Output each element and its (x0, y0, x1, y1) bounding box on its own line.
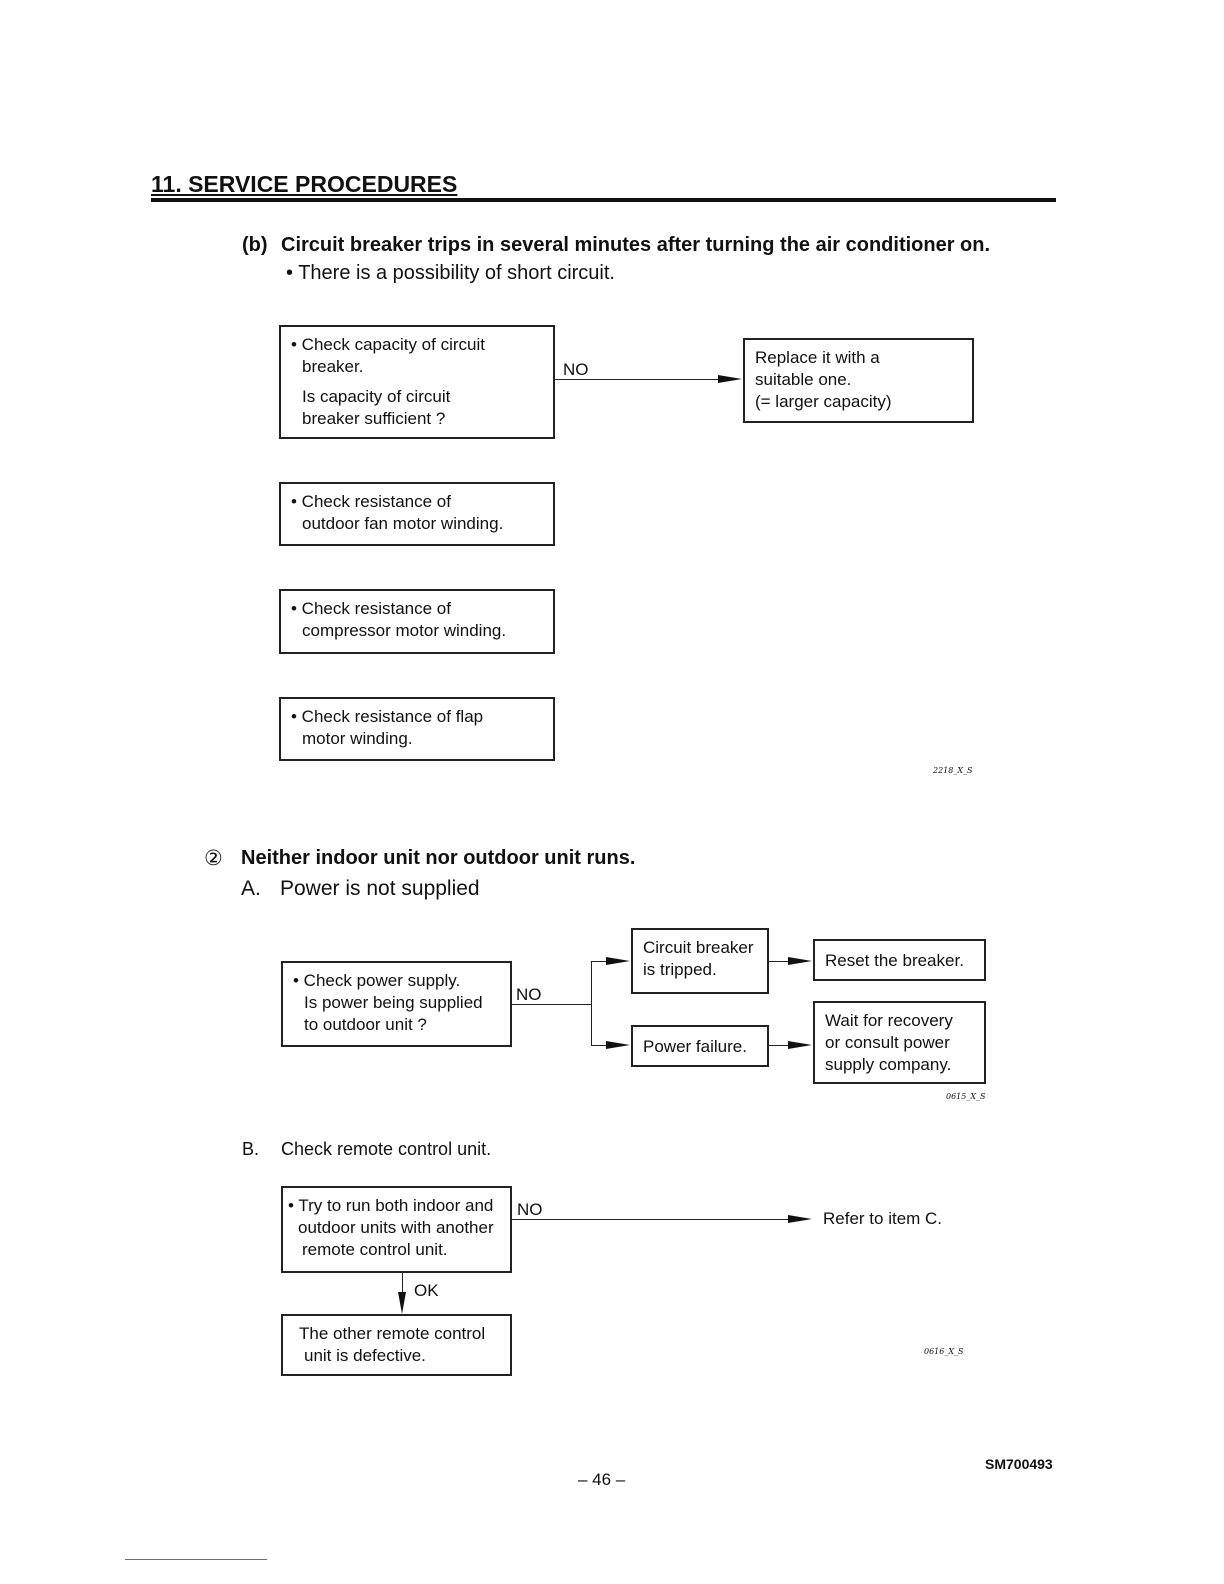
box-line: breaker. (302, 357, 364, 376)
arrow-right-icon (788, 1215, 812, 1223)
box-line: remote control unit. (302, 1240, 448, 1259)
box-line: • Check capacity of circuit (291, 335, 485, 354)
check-power-supply-box: • Check power supply. Is power being sup… (281, 961, 512, 1047)
box-line: Circuit breaker (643, 938, 754, 957)
box-line: compressor motor winding. (302, 621, 507, 640)
box-line: suitable one. (755, 370, 852, 389)
no-label: NO (517, 1200, 543, 1219)
power-failure-box: Power failure. (631, 1025, 769, 1067)
connector-line (769, 1045, 791, 1046)
heading-rule (151, 198, 1056, 202)
box-line: Wait for recovery (825, 1011, 953, 1030)
box-line: is tripped. (643, 960, 717, 979)
figure-code: 2218_X_S (933, 766, 973, 775)
box-line: or consult power (825, 1033, 950, 1052)
box-line: breaker sufficient ? (302, 409, 446, 428)
check-fan-motor-box: • Check resistance of outdoor fan motor … (279, 482, 555, 546)
reset-breaker-box: Reset the breaker. (813, 939, 986, 981)
box-line: Is power being supplied (304, 993, 483, 1012)
part-b-title: Circuit breaker trips in several minutes… (281, 234, 991, 256)
arrow-right-icon (606, 957, 630, 965)
box-line: (= larger capacity) (755, 392, 892, 411)
figure-code: 0615_X_S (946, 1092, 986, 1101)
box-line: • Try to run both indoor and (288, 1196, 494, 1215)
arrow-down-icon (398, 1292, 406, 1314)
box-line: Replace it with a (755, 348, 880, 367)
figure-code: 0616_X_S (924, 1347, 964, 1356)
footer-rule (125, 1559, 267, 1560)
replace-breaker-box: Replace it with a suitable one. (= large… (743, 338, 974, 423)
box-line: unit is defective. (304, 1346, 426, 1365)
connector-line (769, 961, 791, 962)
ok-label: OK (414, 1281, 439, 1300)
connector-line (591, 961, 592, 1045)
box-line: Is capacity of circuit (302, 387, 451, 406)
try-other-remote-box: • Try to run both indoor and outdoor uni… (281, 1186, 512, 1273)
part-b-note: • There is a possibility of short circui… (286, 262, 615, 284)
sub-a-label: A. (241, 877, 261, 900)
box-line: Power failure. (643, 1037, 747, 1056)
breaker-tripped-box: Circuit breaker is tripped. (631, 928, 769, 994)
part-b-label: (b) (242, 234, 268, 256)
connector-line (402, 1273, 403, 1293)
box-line: to outdoor unit ? (304, 1015, 427, 1034)
connector-line (512, 1219, 791, 1220)
remote-defective-box: The other remote control unit is defecti… (281, 1314, 512, 1376)
box-line: motor winding. (302, 729, 413, 748)
document-id: SM700493 (985, 1456, 1053, 1472)
box-line: • Check resistance of (291, 599, 451, 618)
no-label: NO (516, 985, 542, 1004)
sub-b-text: Check remote control unit. (281, 1139, 492, 1159)
item2-title: Neither indoor unit nor outdoor unit run… (241, 847, 636, 869)
wait-recovery-box: Wait for recovery or consult power suppl… (813, 1001, 986, 1084)
box-line: outdoor units with another (298, 1218, 494, 1237)
section-heading: 11. SERVICE PROCEDURES (151, 171, 458, 197)
sub-b-label: B. (242, 1139, 260, 1159)
arrow-right-icon (788, 1041, 812, 1049)
box-line: Reset the breaker. (825, 951, 964, 970)
connector-line (591, 1045, 611, 1046)
box-line: • Check resistance of (291, 492, 451, 511)
arrow-right-icon (788, 957, 812, 965)
check-compressor-motor-box: • Check resistance of compressor motor w… (279, 589, 555, 654)
page-number: – 46 – (578, 1470, 626, 1489)
connector-line (591, 961, 611, 962)
box-line: The other remote control (299, 1324, 486, 1343)
connector-line (512, 1004, 592, 1005)
check-flap-motor-box: • Check resistance of flap motor winding… (279, 697, 555, 761)
arrow-right-icon (606, 1041, 630, 1049)
box-line: supply company. (825, 1055, 952, 1074)
no-label: NO (563, 360, 589, 379)
box-line: • Check power supply. (293, 971, 461, 990)
arrow-right-icon (718, 375, 742, 383)
item-marker: ② (204, 846, 223, 870)
box-line: outdoor fan motor winding. (302, 514, 504, 533)
connector-line (555, 379, 721, 380)
refer-item-c: Refer to item C. (823, 1209, 943, 1228)
check-breaker-capacity-box: • Check capacity of circuit breaker. Is … (279, 325, 555, 439)
box-line: • Check resistance of flap (291, 707, 484, 726)
sub-a-text: Power is not supplied (280, 877, 480, 900)
